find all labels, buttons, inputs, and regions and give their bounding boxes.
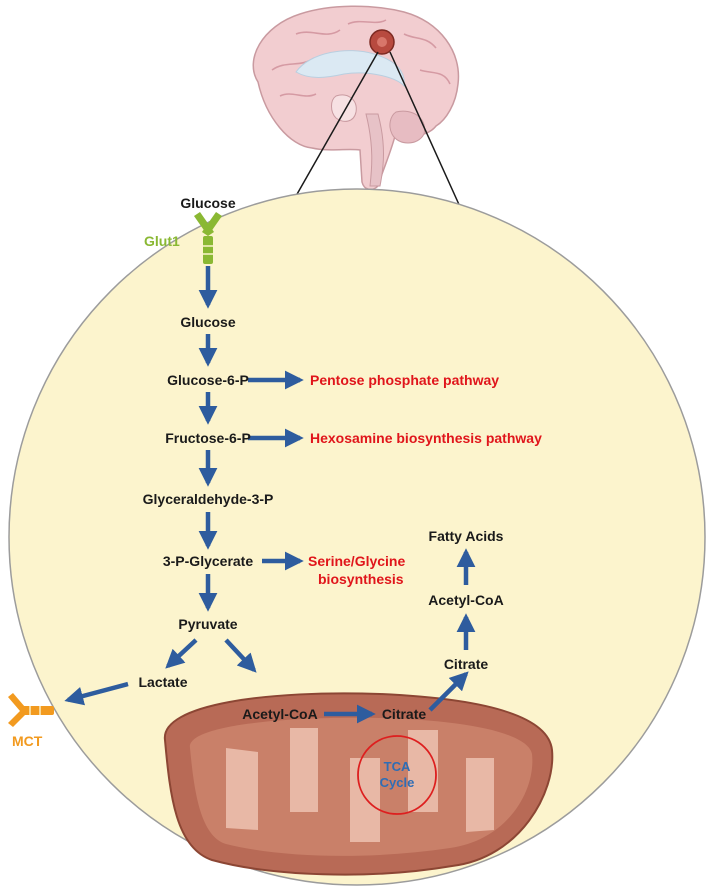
pathway-arrows (64, 266, 476, 724)
glut1-transporter-icon (194, 212, 222, 264)
cycle-label: Cycle (380, 775, 415, 790)
hexosamine-biosynthesis-pathway-label: Hexosamine biosynthesis pathway (310, 430, 542, 446)
mct-transporter-icon (8, 693, 54, 727)
arrow-lactate-to-mct (64, 681, 129, 706)
tca-label: TCA (384, 759, 411, 774)
zoom-line-left (287, 51, 379, 211)
brain-icon (252, 5, 460, 191)
glucose-intracellular-label: Glucose (180, 314, 235, 330)
glut1-label: Glut1 (144, 233, 180, 249)
3-p-glycerate-label: 3-P-Glycerate (163, 553, 253, 569)
fatty-acids-label: Fatty Acids (429, 528, 504, 544)
glucose-6-p-label: Glucose-6-P (167, 372, 249, 388)
arrow-pyruvate-to-lactate (165, 638, 198, 669)
mct-label: MCT (12, 733, 43, 749)
pyruvate-label: Pyruvate (178, 616, 237, 632)
glucose-extracellular-label: Glucose (180, 195, 235, 211)
lactate-label: Lactate (138, 674, 187, 690)
pentose-phosphate-pathway-label: Pentose phosphate pathway (310, 372, 499, 388)
acetyl-coa-cytosol-label: Acetyl-CoA (428, 592, 503, 608)
zoom-line-right (389, 51, 467, 221)
fructose-6-p-label: Fructose-6-P (165, 430, 251, 446)
citrate-mito-label: Citrate (382, 706, 427, 722)
arrow-pyruvate-to-mito (224, 638, 257, 673)
serine-glycine-label: Serine/Glycine (308, 553, 405, 569)
acetyl-coa-mito-label: Acetyl-CoA (242, 706, 317, 722)
tca-cycle-circle (357, 735, 437, 815)
arrow-citrate-mito-to-cyto (428, 671, 469, 712)
cell-body (8, 188, 706, 886)
citrate-cytosol-label: Citrate (444, 656, 489, 672)
biosynthesis-label: biosynthesis (318, 571, 404, 587)
glyceraldehyde-3-p-label: Glyceraldehyde-3-P (143, 491, 274, 507)
